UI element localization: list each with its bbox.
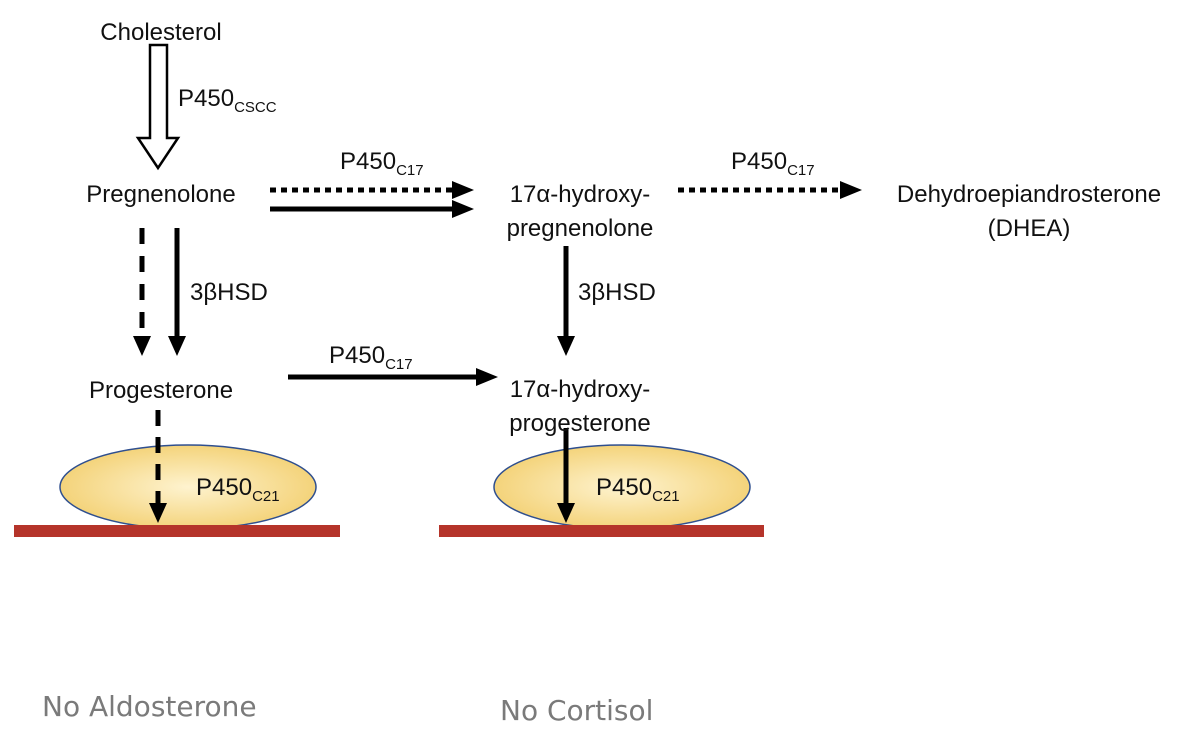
arrowhead-prog-to-aldo-dashed (149, 503, 167, 523)
enzyme-cscc-base: P450 (178, 85, 234, 112)
arrowhead-preg-to-ohpreg-solid (452, 200, 474, 218)
compound-progesterone: Progesterone (89, 377, 233, 404)
compound-17oh-progesterone-line2: progesterone (509, 410, 650, 437)
enzyme-c17-top-left-sub: C17 (396, 162, 424, 179)
enzyme-c21-left-base: P450 (196, 474, 252, 501)
outcome-no-aldosterone: No Aldosterone (42, 690, 257, 723)
compound-pregnenolone: Pregnenolone (86, 181, 235, 208)
enzyme-c17-top-left-base: P450 (340, 148, 396, 175)
enzyme-c21-left-ellipse (59, 444, 317, 530)
enzyme-hsd-right-label: 3βHSD (578, 279, 656, 306)
enzyme-cscc-sub: CSCC (234, 99, 277, 116)
arrowhead-ohpreg-to-dhea-dotted (840, 181, 862, 199)
arrowhead-ohprog-to-cortisol (557, 503, 575, 523)
enzyme-c17-top-right-label: P450C17 (731, 148, 815, 179)
enzyme-hsd-left-label: 3βHSD (190, 279, 268, 306)
enzyme-c17-top-right-base: P450 (731, 148, 787, 175)
membrane-right (439, 525, 764, 537)
arrowhead-preg-to-prog-solid (168, 336, 186, 356)
compound-17oh-progesterone-line1: 17α-hydroxy- (510, 376, 651, 403)
enzyme-c17-top-left-label: P450C17 (340, 148, 424, 179)
enzyme-c17-top-right-sub: C17 (787, 162, 815, 179)
enzyme-cscc-label: P450CSCC (178, 85, 277, 116)
enzyme-c21-left-label: P450C21 (196, 474, 280, 505)
arrowhead-preg-to-ohpreg-dotted (452, 181, 474, 199)
arrowhead-prog-to-ohprog (476, 368, 498, 386)
enzyme-c17-middle-base: P450 (329, 342, 385, 369)
enzyme-c21-left-sub: C21 (252, 488, 280, 505)
enzyme-c21-right-label: P450C21 (596, 474, 680, 505)
compound-dhea-line2: (DHEA) (988, 215, 1071, 242)
compound-17oh-pregnenolone-line2: pregnenolone (507, 215, 654, 242)
enzyme-c17-middle-label: P450C17 (329, 342, 413, 373)
enzyme-c21-right-sub: C21 (652, 488, 680, 505)
compound-dhea-line1: Dehydroepiandrosterone (897, 181, 1161, 208)
outcome-no-cortisol: No Cortisol (500, 694, 653, 727)
membrane-left (14, 525, 340, 537)
arrowhead-ohpreg-to-ohprog (557, 336, 575, 356)
enzyme-c21-right-base: P450 (596, 474, 652, 501)
arrowhead-preg-to-prog-dashed (133, 336, 151, 356)
compound-cholesterol: Cholesterol (100, 19, 221, 46)
hollow-arrow-cscc (135, 43, 181, 171)
compound-17oh-pregnenolone-line1: 17α-hydroxy- (510, 181, 651, 208)
enzyme-c17-middle-sub: C17 (385, 356, 413, 373)
